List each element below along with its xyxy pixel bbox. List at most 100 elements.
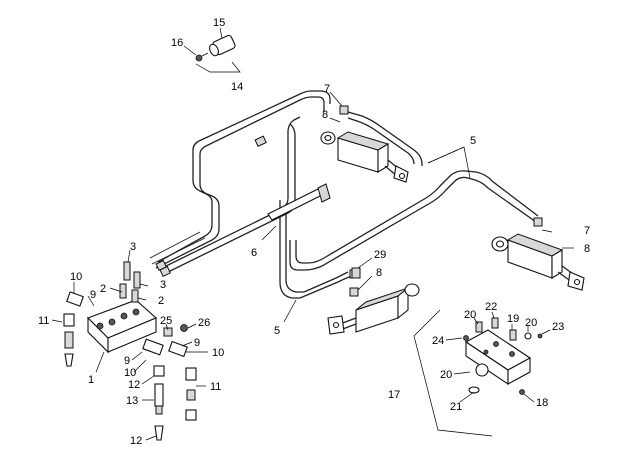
manifold-plug-20	[475, 321, 483, 333]
callout-25: 25	[160, 315, 172, 327]
leader-5b	[283, 299, 297, 323]
fitting-tip	[185, 409, 197, 421]
callout-10: 10	[70, 271, 82, 283]
hose-lower-cyl-b	[303, 271, 349, 293]
manifold-oring	[468, 386, 480, 394]
callout-20: 20	[525, 317, 537, 329]
leader-8a	[329, 117, 341, 123]
hose-lower-drop-b	[285, 204, 304, 293]
leader-11a	[51, 319, 63, 323]
fitting-nut	[185, 367, 197, 381]
fitting-stack-right	[185, 367, 197, 421]
hose-lower-drop	[279, 200, 300, 299]
callout-23: 23	[552, 321, 564, 333]
leader-16	[183, 45, 197, 56]
fitting-body	[64, 331, 74, 349]
manifold-screw-24	[463, 335, 469, 341]
callout-29: 29	[374, 249, 386, 261]
manifold-cap-20	[524, 332, 532, 340]
leader-20c	[453, 371, 471, 375]
leader-1	[95, 351, 105, 373]
leader-20a	[473, 317, 479, 325]
callout-6: 6	[251, 247, 257, 259]
fitting-stack-lower	[153, 365, 165, 441]
leader-3a	[127, 249, 131, 263]
elbow-fitting-right	[142, 338, 164, 356]
valve-fitting	[119, 283, 127, 299]
manifold-bolt	[493, 341, 499, 347]
valve-fitting	[133, 271, 141, 289]
callout-19: 19	[507, 313, 519, 325]
clevis-pin	[332, 321, 340, 329]
elbow-fitting-right-b	[168, 340, 188, 358]
manifold-bolt	[483, 349, 489, 355]
leader-23	[541, 329, 551, 335]
valve-side	[107, 317, 157, 353]
manifold-screw-18	[519, 389, 525, 395]
callout-16: 16	[171, 37, 183, 49]
callout-14: 14	[231, 81, 243, 93]
callout-11: 11	[38, 315, 49, 327]
hose-upper-second	[161, 116, 301, 269]
callout-7: 7	[584, 225, 590, 237]
callout-18: 18	[536, 397, 548, 409]
leader-18	[523, 393, 535, 403]
callout-1: 1	[88, 374, 94, 386]
hose-right-long	[289, 176, 537, 271]
manifold-port-ring	[475, 363, 489, 377]
hose-valve-left-b	[151, 237, 206, 265]
callout-5: 5	[470, 135, 476, 147]
fitting-sleeve	[155, 405, 163, 415]
leader-14	[195, 61, 241, 73]
cap-screw-shank	[201, 52, 209, 57]
callout-11: 11	[210, 381, 221, 393]
hose-upper-outer	[157, 90, 331, 263]
cylinder-eye-inner	[324, 134, 332, 142]
bracket-tab	[317, 183, 331, 203]
leader-15	[219, 27, 223, 39]
callout-7: 7	[324, 83, 330, 95]
callout-8: 8	[376, 267, 382, 279]
callout-24: 24	[432, 335, 444, 347]
hydraulic-cylinder-lower	[327, 283, 420, 335]
leader-21	[459, 391, 475, 403]
manifold-screw-23	[537, 333, 543, 339]
callout-20: 20	[440, 369, 452, 381]
leader-8c	[357, 275, 373, 291]
elbow-fitting-left	[66, 291, 84, 307]
leader-25	[165, 323, 169, 331]
hose-cyl1-feed	[347, 111, 423, 166]
callout-8: 8	[322, 109, 328, 121]
callout-13: 13	[126, 395, 138, 407]
leader-3b	[139, 283, 149, 287]
fitting-tip	[154, 425, 164, 441]
valve-port	[96, 322, 104, 330]
fitting	[159, 265, 171, 277]
fitting-items-25-26	[163, 324, 188, 337]
callout-labels: 15 16 14 7 8 5 7 8 6 29 8 5 3 3 2 2 10 9…	[38, 17, 590, 447]
hydraulic-hose-lines	[149, 90, 539, 299]
cap-assembly	[195, 34, 236, 62]
hose-right-long-b	[295, 170, 539, 264]
callout-3: 3	[160, 279, 166, 291]
callout-8: 8	[584, 243, 590, 255]
callout-9: 9	[90, 289, 96, 301]
hose-upper-second-b	[163, 123, 296, 275]
leader-7b	[541, 229, 553, 233]
leader-10c	[133, 359, 147, 373]
fitting-tip	[64, 353, 74, 367]
cylinder-end	[377, 143, 389, 173]
leader-9c	[131, 351, 143, 361]
valve-port	[108, 318, 116, 326]
clevis-pin	[573, 278, 581, 286]
callout-15: 15	[213, 17, 225, 29]
leader-6	[261, 225, 277, 241]
leader-12b	[145, 435, 157, 441]
manifold-plug-19	[509, 329, 517, 341]
fitting-item-29	[351, 267, 361, 279]
bracket-plate	[267, 187, 325, 221]
callout-2: 2	[158, 295, 164, 307]
leader-lines	[51, 27, 574, 441]
fitting-nut	[153, 365, 165, 377]
